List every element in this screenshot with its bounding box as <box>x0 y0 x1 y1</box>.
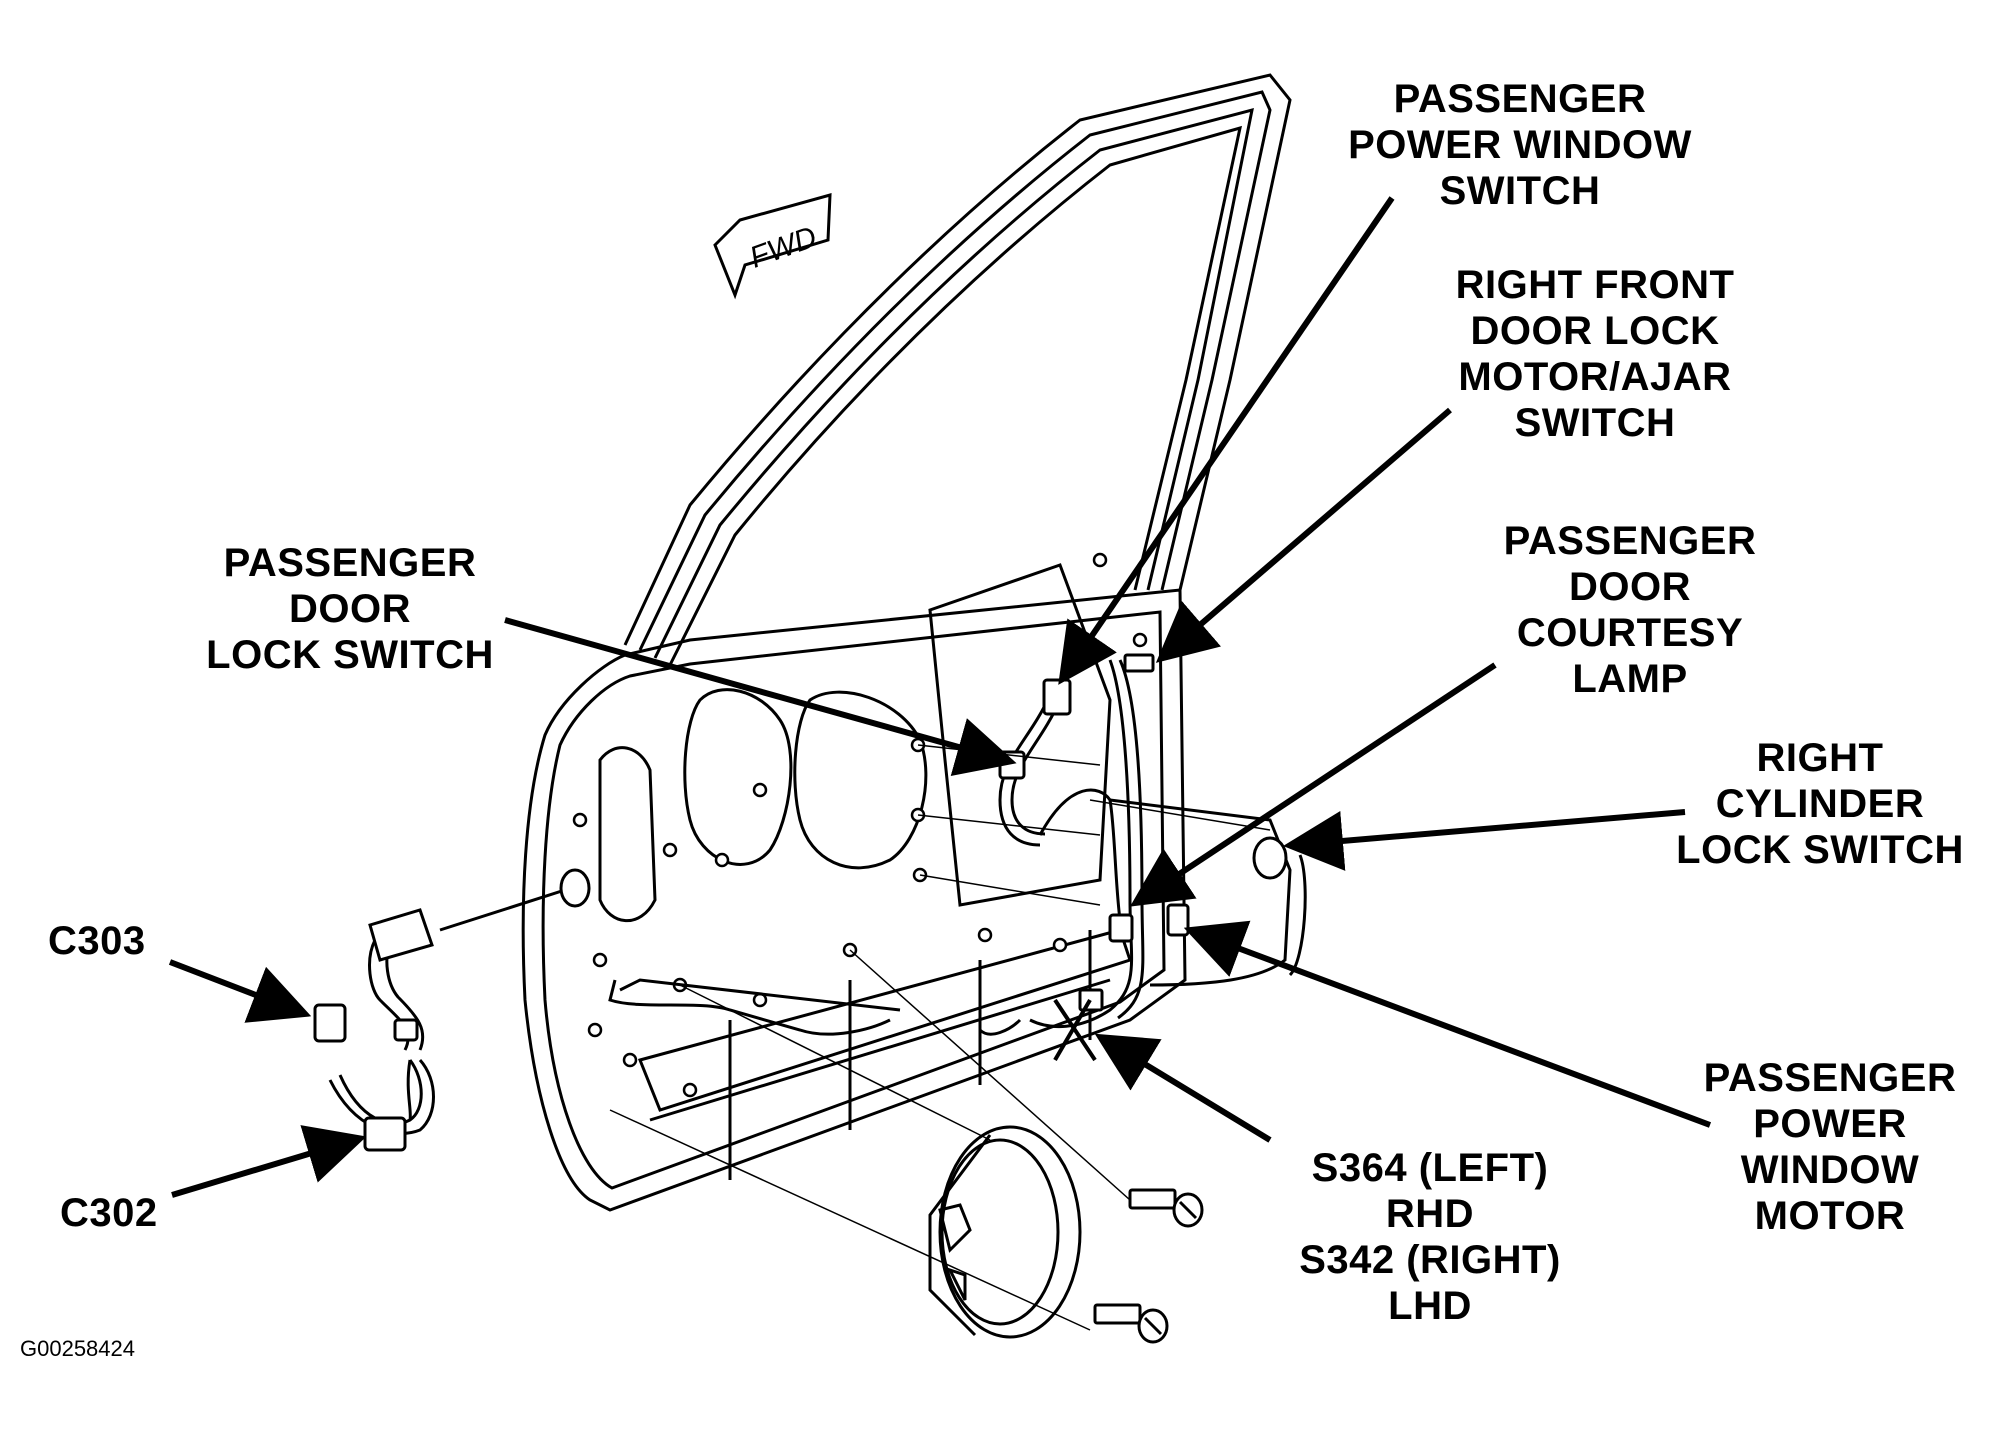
label-c303: C303 <box>48 918 146 964</box>
splice-connector <box>1078 988 1104 1012</box>
splice-x-mark <box>1053 998 1097 1062</box>
label-door-lock-switch: PASSENGER DOOR LOCK SWITCH <box>180 540 520 678</box>
figure-id: G00258424 <box>20 1336 135 1361</box>
label-line: S342 (RIGHT) <box>1299 1238 1561 1282</box>
grommet <box>368 908 434 962</box>
label-line: C302 <box>60 1191 158 1235</box>
label-power-window-switch: PASSENGER POWER WINDOW SWITCH <box>1320 76 1720 214</box>
label-door-lock-motor: RIGHT FRONT DOOR LOCK MOTOR/AJAR SWITCH <box>1400 262 1790 446</box>
label-line: RIGHT <box>1756 736 1884 780</box>
door-window-frame <box>623 73 1292 666</box>
courtesy-lamp-connector <box>1108 913 1134 943</box>
connectors <box>998 653 1288 1012</box>
label-line: DOOR <box>1569 565 1691 609</box>
label-line: DOOR LOCK <box>1470 309 1720 353</box>
c303-connector <box>313 1003 347 1043</box>
label-line: C303 <box>48 919 146 963</box>
label-line: LOCK SWITCH <box>1676 828 1964 872</box>
label-c302: C302 <box>60 1190 158 1236</box>
label-line: CYLINDER <box>1715 782 1925 826</box>
label-line: WINDOW <box>1740 1148 1920 1192</box>
label-line: RHD <box>1385 1192 1475 1236</box>
label-line: S364 (LEFT) <box>1311 1146 1549 1190</box>
power-window-switch-connector <box>1042 678 1072 716</box>
label-splice: S364 (LEFT) RHD S342 (RIGHT) LHD <box>1280 1145 1580 1329</box>
mounting-holes <box>572 552 1148 1098</box>
label-line: SWITCH <box>1439 169 1601 213</box>
label-line: RIGHT FRONT <box>1455 263 1735 307</box>
screw-upper <box>1128 1188 1204 1228</box>
fwd-arrow: FWD <box>713 193 832 300</box>
external-connectors <box>313 868 591 1152</box>
alignment-lines <box>609 744 1271 1331</box>
label-line: COURTESY <box>1516 611 1744 655</box>
leader-arrows <box>168 196 1712 1198</box>
label-line: SWITCH <box>1514 401 1676 445</box>
label-power-window-motor: PASSENGER POWER WINDOW MOTOR <box>1680 1055 1980 1239</box>
label-line: LAMP <box>1572 657 1688 701</box>
label-line: MOTOR/AJAR <box>1458 355 1732 399</box>
label-line: LHD <box>1388 1284 1472 1328</box>
c302-connector <box>363 1116 407 1152</box>
window-motor-connector <box>1166 903 1190 937</box>
label-line: POWER WINDOW <box>1348 123 1692 167</box>
external-pigtail-harness <box>328 888 566 1135</box>
door-inner-panel <box>521 563 1187 1212</box>
label-line: DOOR <box>289 587 411 631</box>
label-line: MOTOR <box>1754 1194 1906 1238</box>
screw-lower <box>1093 1303 1169 1344</box>
label-line: PASSENGER <box>1703 1056 1957 1100</box>
label-line: POWER <box>1753 1102 1907 1146</box>
speaker <box>928 1125 1082 1339</box>
wiring-harness <box>608 659 1307 1036</box>
label-line: PASSENGER <box>1393 77 1647 121</box>
label-cylinder-lock-switch: RIGHT CYLINDER LOCK SWITCH <box>1660 735 1980 873</box>
label-line: LOCK SWITCH <box>206 633 494 677</box>
label-line: PASSENGER <box>223 541 477 585</box>
label-courtesy-lamp: PASSENGER DOOR COURTESY LAMP <box>1460 518 1800 702</box>
door-lock-motor-connector <box>1123 653 1155 673</box>
label-line: PASSENGER <box>1503 519 1757 563</box>
cylinder-lock-switch <box>1252 836 1288 880</box>
